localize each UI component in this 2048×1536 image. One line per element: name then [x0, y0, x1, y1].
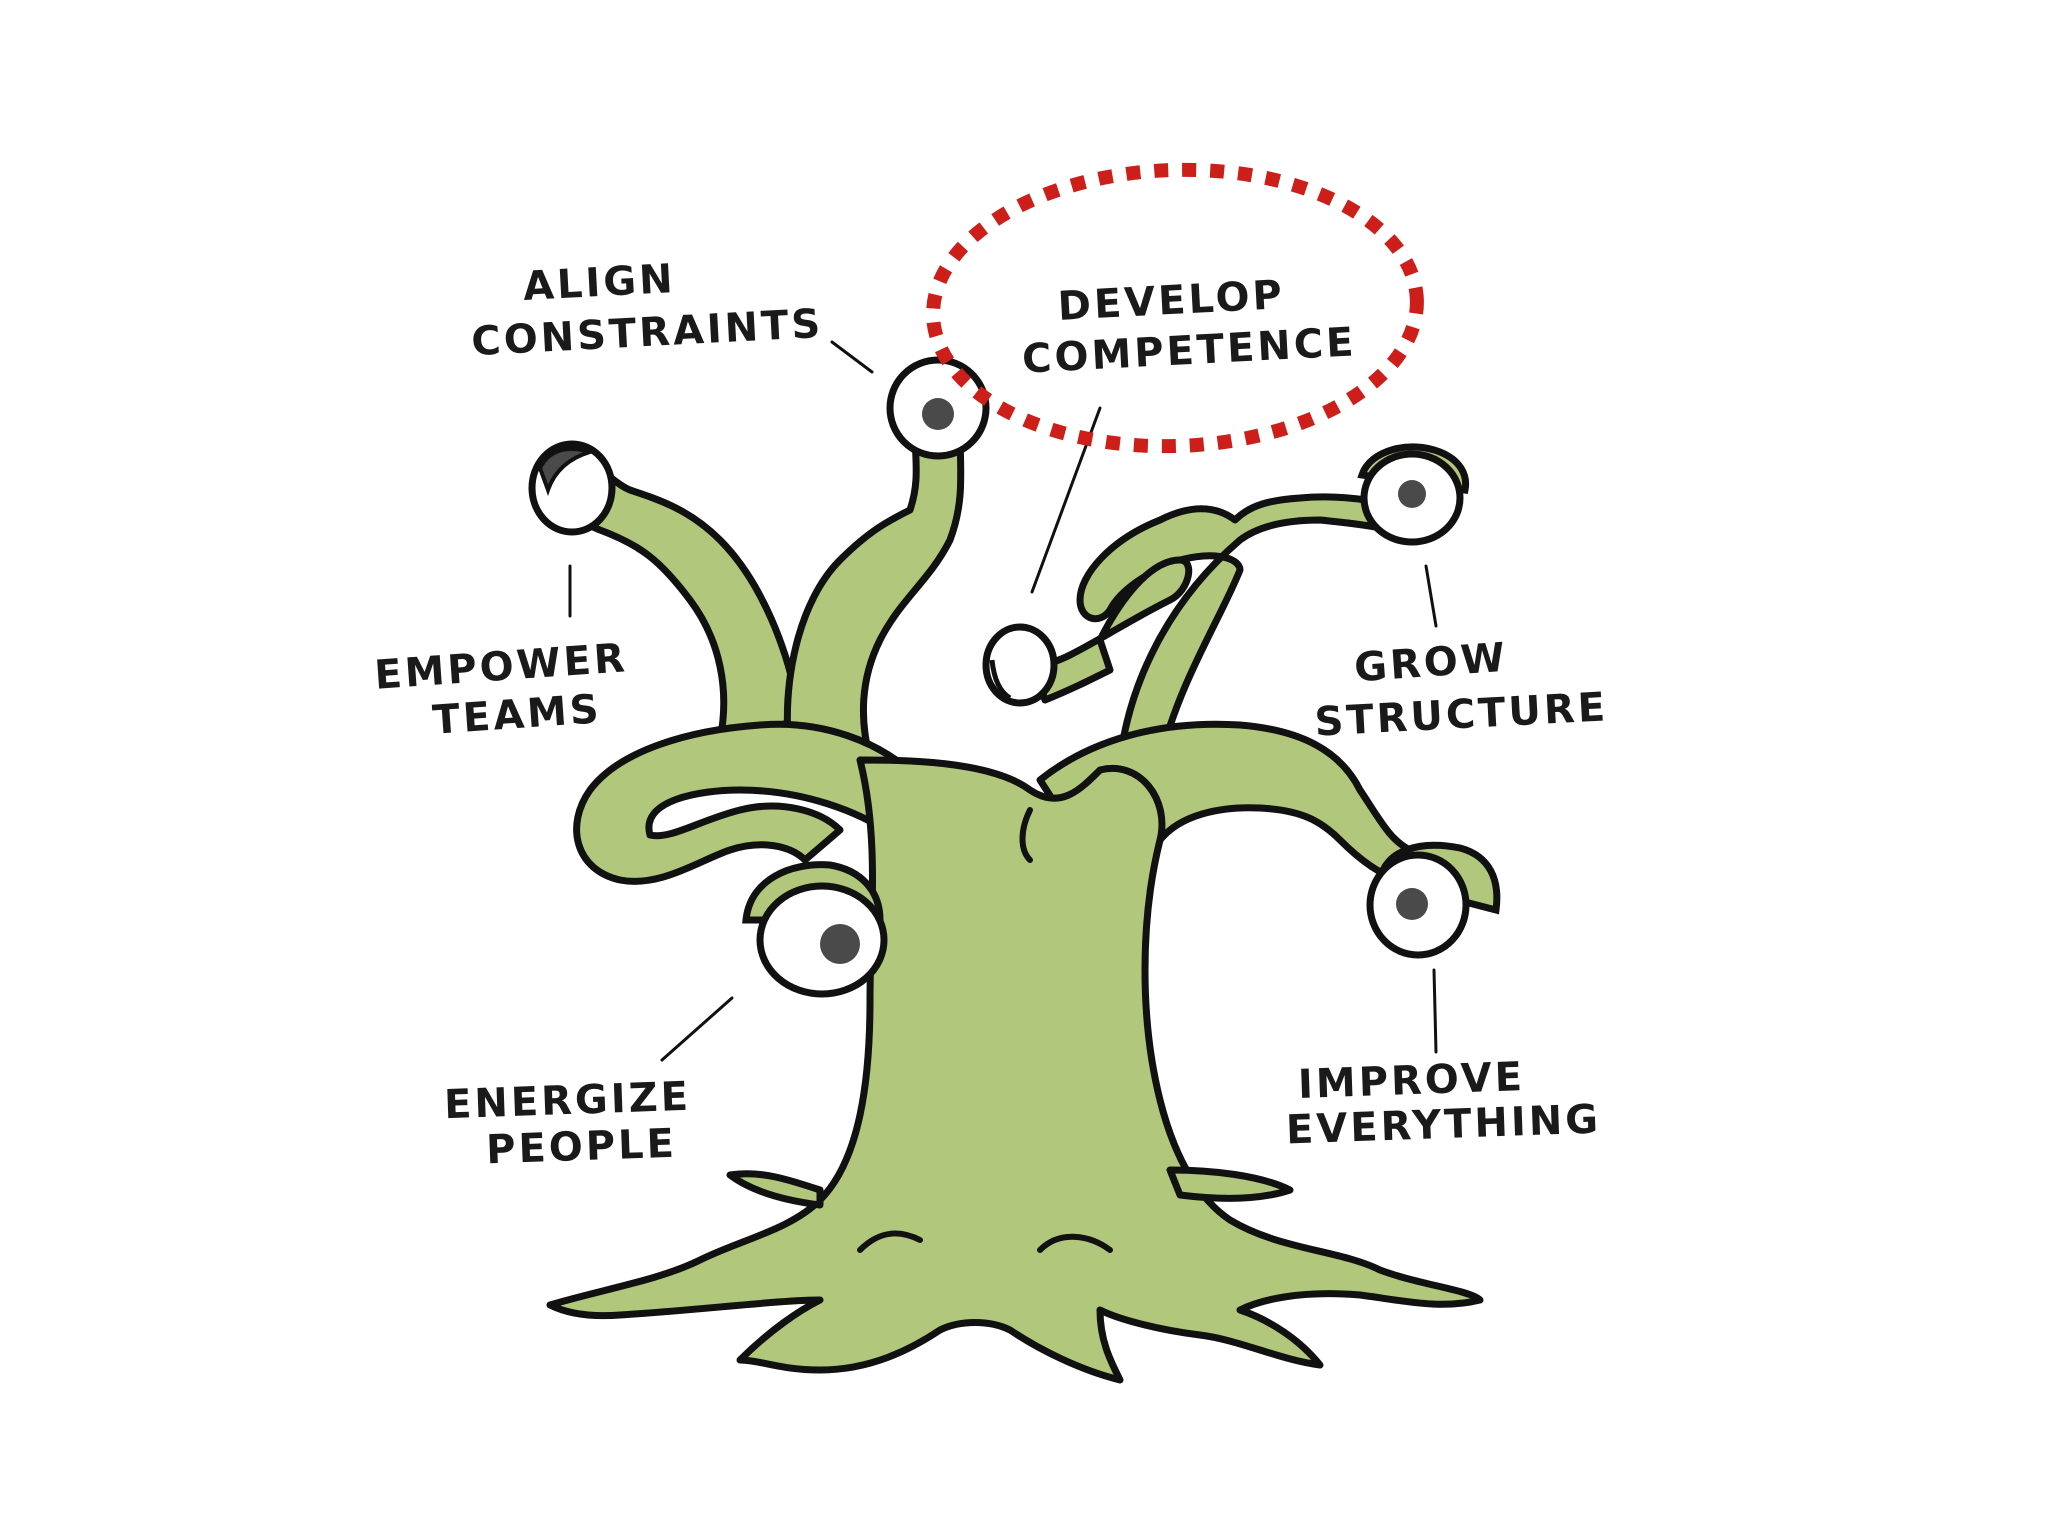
- eye-align-constraints: [890, 360, 986, 456]
- label-develop-competence-line1: DEVELOP: [1057, 272, 1286, 330]
- label-grow-structure-line2: STRUCTURE: [1314, 684, 1610, 745]
- leader-align-constraints: [832, 342, 872, 372]
- pupil: [1398, 480, 1426, 508]
- label-energize-people-line1: ENERGIZE: [443, 1074, 691, 1129]
- root-left-flap: [730, 1174, 820, 1205]
- pupil: [922, 398, 954, 430]
- eye-improve-everything: [1370, 845, 1497, 955]
- label-align-constraints-line1: ALIGN: [522, 256, 677, 310]
- eye-grow-structure: [1362, 447, 1466, 542]
- tree: [550, 430, 1480, 1380]
- label-energize-people-line2: PEOPLE: [485, 1121, 677, 1174]
- label-empower-teams-line2: TEAMS: [431, 686, 603, 744]
- eye-empower-teams: [532, 444, 612, 532]
- branch-align: [787, 430, 960, 760]
- root-right-flap: [1170, 1170, 1290, 1198]
- eye-energize-people: [746, 865, 884, 994]
- label-align-constraints-line2: CONSTRAINTS: [470, 301, 824, 365]
- pupil: [820, 924, 860, 964]
- label-improve-everything-line2: EVERYTHING: [1285, 1097, 1602, 1154]
- label-grow-structure-line1: GROW: [1353, 635, 1510, 692]
- eye-develop-competence: [986, 627, 1054, 703]
- leader-grow-structure: [1426, 566, 1436, 626]
- leader-energize-people: [662, 998, 732, 1060]
- leader-improve-everything: [1434, 970, 1436, 1052]
- pupil: [1396, 888, 1428, 920]
